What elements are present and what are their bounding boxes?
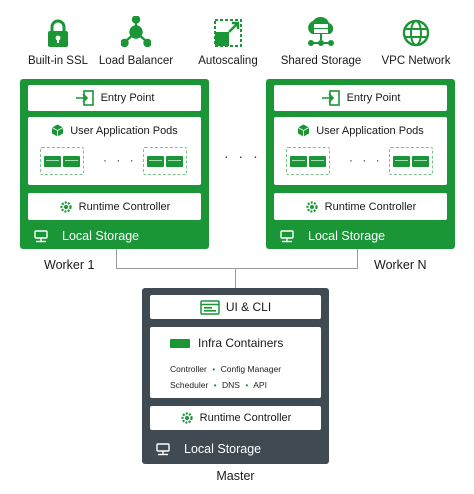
infra-item: DNS	[222, 380, 240, 390]
feature-autoscaling: Autoscaling	[180, 14, 276, 67]
infra-containers-panel: Infra Containers Controller • Config Man…	[150, 327, 321, 398]
local-storage-label: Local Storage	[308, 229, 386, 243]
connector-line	[116, 249, 117, 269]
local-storage: Local Storage	[274, 225, 447, 247]
entry-point-panel: Entry Point	[274, 85, 447, 111]
container-icon	[166, 155, 183, 167]
container-icon	[147, 155, 164, 167]
feature-label: Shared Storage	[280, 55, 362, 67]
gear-icon	[306, 200, 318, 213]
connector-line	[235, 268, 236, 288]
autoscale-icon	[214, 19, 242, 47]
entry-point-panel: Entry Point	[28, 85, 201, 111]
local-storage: Local Storage	[28, 225, 201, 247]
runtime-controller-panel: Runtime Controller	[28, 193, 201, 220]
pod-dots: · · ·	[103, 153, 137, 167]
cube-icon	[51, 124, 64, 137]
container-icon	[412, 155, 429, 167]
pods-title: User Application Pods	[274, 124, 447, 137]
pods-label: User Application Pods	[316, 124, 424, 137]
feature-load-balancer: Load Balancer	[88, 14, 184, 67]
infra-item: Scheduler	[170, 380, 209, 390]
container-icon	[63, 155, 80, 167]
window-icon	[200, 299, 220, 315]
pod-dots: · · ·	[349, 153, 383, 167]
container-icon	[393, 155, 410, 167]
runtime-controller-label: Runtime Controller	[199, 412, 292, 424]
feature-vpc-network: VPC Network	[368, 14, 464, 67]
worker-n-node: Entry Point User Application Pods · · · …	[266, 79, 455, 249]
gear-icon	[60, 200, 72, 213]
container-icon	[309, 155, 326, 167]
gear-icon	[181, 412, 193, 424]
pod	[389, 147, 433, 175]
entry-point-label: Entry Point	[100, 92, 155, 104]
infra-containers-label: Infra Containers	[198, 336, 284, 350]
entry-point-label: Entry Point	[346, 92, 401, 104]
local-storage-label: Local Storage	[62, 229, 140, 243]
local-storage-label: Local Storage	[184, 442, 262, 456]
pods-label: User Application Pods	[70, 124, 178, 137]
feature-label: Built-in SSL	[27, 55, 89, 67]
feature-label: VPC Network	[381, 55, 451, 67]
workers-ellipsis: · · ·	[224, 148, 261, 164]
container-icon	[170, 338, 190, 348]
pods-panel: User Application Pods · · ·	[28, 117, 201, 185]
worker-n-label: Worker N	[374, 258, 427, 272]
feature-shared-storage: Shared Storage	[273, 14, 369, 67]
local-storage: Local Storage	[150, 438, 321, 460]
infra-item: Controller	[170, 364, 207, 374]
storage-icon	[156, 442, 170, 455]
container-icon	[44, 155, 61, 167]
worker-1-node: Entry Point User Application Pods · · · …	[20, 79, 209, 249]
ui-cli-panel: UI & CLI	[150, 295, 321, 319]
lock-icon	[48, 19, 68, 47]
feature-ssl: Built-in SSL	[10, 14, 106, 67]
infra-item: API	[253, 380, 267, 390]
container-icon	[290, 155, 307, 167]
ui-cli-label: UI & CLI	[225, 300, 272, 314]
pods-title: User Application Pods	[28, 124, 201, 137]
feature-label: Load Balancer	[98, 55, 174, 67]
cube-icon	[297, 124, 310, 137]
cloud-storage-icon	[308, 16, 334, 46]
connector-line	[116, 268, 358, 269]
infra-items-line1: Controller • Config Manager	[170, 364, 282, 374]
feature-label: Autoscaling	[198, 55, 258, 67]
infra-item: Config Manager	[220, 364, 282, 374]
master-label: Master	[216, 469, 255, 483]
pod	[40, 147, 84, 175]
worker-1-label: Worker 1	[44, 258, 95, 272]
infra-title: Infra Containers	[150, 336, 321, 350]
infra-items-line2: Scheduler • DNS • API	[170, 380, 267, 390]
globe-icon	[402, 19, 430, 47]
pods-panel: User Application Pods · · ·	[274, 117, 447, 185]
entry-icon	[75, 90, 94, 106]
runtime-controller-panel: Runtime Controller	[274, 193, 447, 220]
runtime-controller-label: Runtime Controller	[78, 200, 171, 213]
pod	[286, 147, 330, 175]
connector-line	[357, 249, 358, 269]
entry-icon	[321, 90, 340, 106]
runtime-controller-label: Runtime Controller	[324, 200, 417, 213]
master-node: UI & CLI Infra Containers Controller • C…	[142, 288, 329, 464]
network-hub-icon	[121, 16, 151, 48]
storage-icon	[280, 229, 294, 242]
storage-icon	[34, 229, 48, 242]
pod	[143, 147, 187, 175]
runtime-controller-panel: Runtime Controller	[150, 406, 321, 430]
